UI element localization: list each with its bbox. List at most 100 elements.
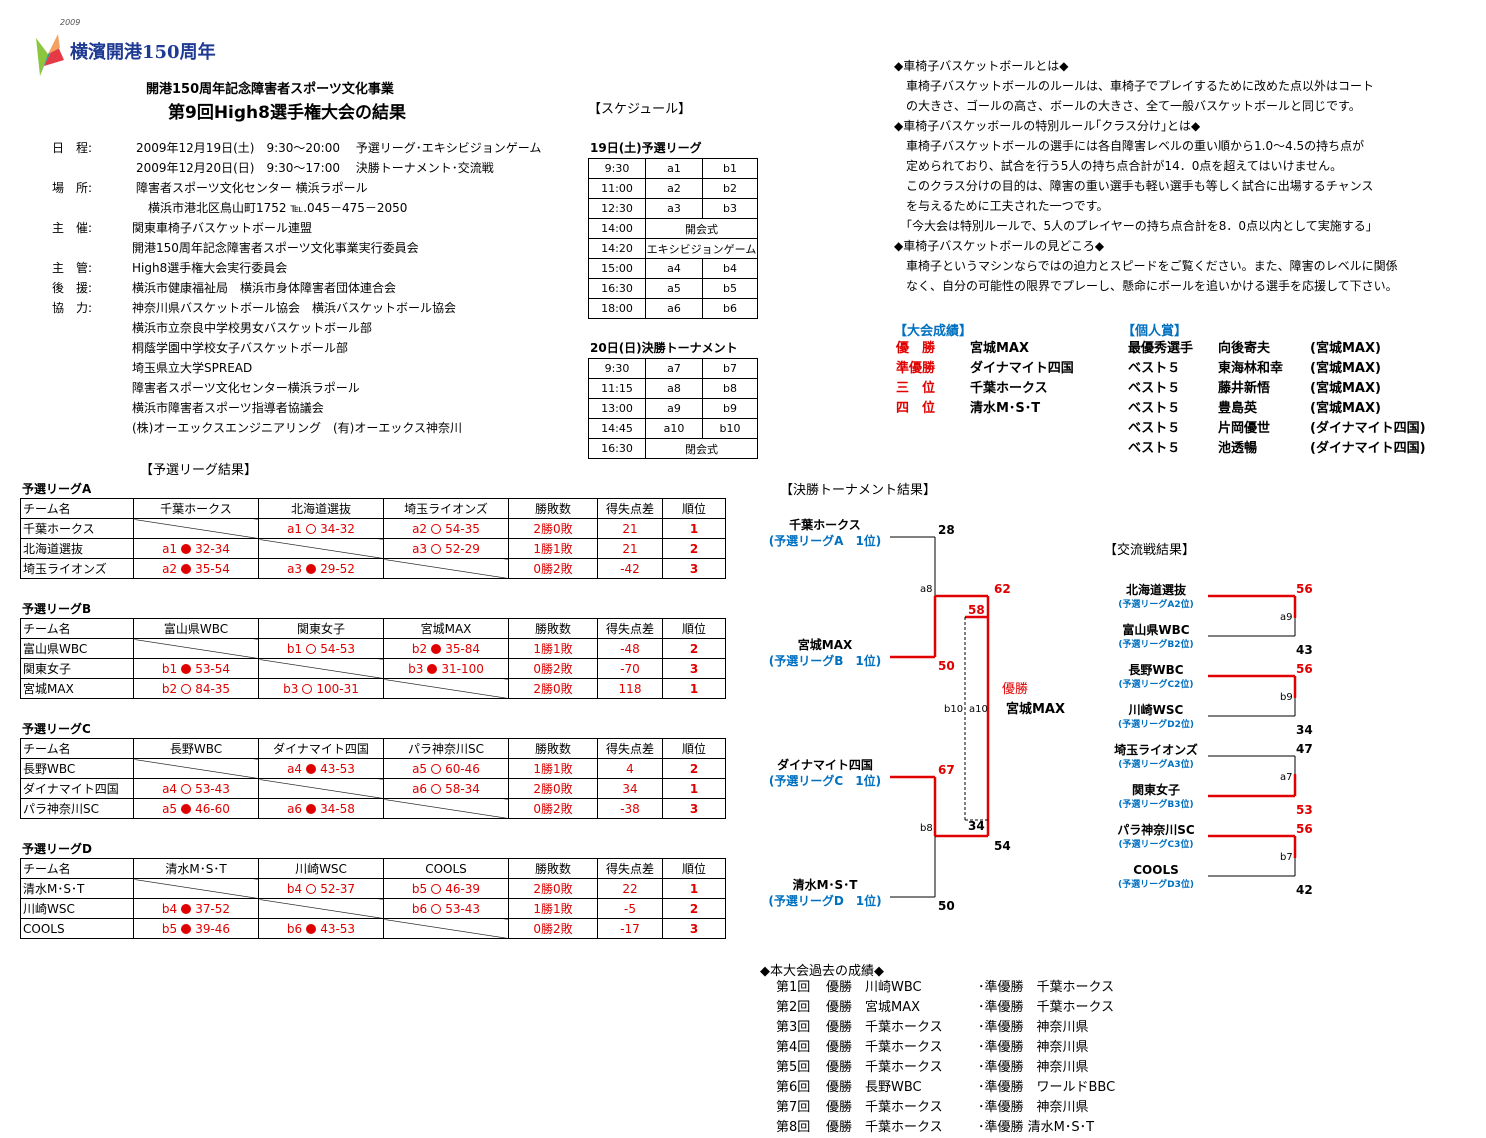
row-rank: 1 xyxy=(662,878,726,899)
exchange-team: COOLS xyxy=(1133,863,1179,877)
rules-line: ◆車椅子バスケットボールの見どころ◆ xyxy=(894,239,1105,253)
exchange-heading: 【交流戦結果】 xyxy=(1104,543,1196,558)
match-game: b6 xyxy=(286,921,303,936)
bracket-seed: (予選リーグB 1位) xyxy=(769,653,881,668)
exchange-team: 長野WBC xyxy=(1128,662,1183,677)
match-game: a1 xyxy=(287,521,303,536)
row-record: 1勝1敗 xyxy=(508,758,598,779)
info-label: 主 管: xyxy=(52,261,93,275)
schedule-time: 18:00 xyxy=(588,298,646,319)
match-game: b1 xyxy=(286,641,303,656)
row-diff: 21 xyxy=(597,518,663,539)
match-game: a5 xyxy=(412,761,428,776)
row-diff: -17 xyxy=(597,918,663,939)
bracket-seed: (予選リーグA 1位) xyxy=(769,533,882,548)
award-name: 片岡優世 xyxy=(1218,421,1271,436)
schedule-game: a7 xyxy=(645,358,703,379)
row-diff: -42 xyxy=(597,558,663,579)
exchange-team: 北海道選抜 xyxy=(1126,582,1187,597)
champion-team: 宮城MAX xyxy=(1006,701,1065,717)
bracket-seed: (予選リーグD 1位) xyxy=(768,893,881,908)
result-row: 準優勝ダイナマイト四国 xyxy=(896,359,1074,379)
results-heading: 【大会成績】 xyxy=(894,324,973,339)
history-number: 第2回 xyxy=(776,1000,811,1015)
match-game: a4 xyxy=(162,781,178,796)
header-record: 勝敗数 xyxy=(508,858,598,879)
match-game: b1 xyxy=(161,661,178,676)
match-score: 84-35 xyxy=(195,681,231,696)
award-title: ベスト５ xyxy=(1128,381,1181,396)
exchange-team: パラ神奈川SC xyxy=(1117,822,1195,837)
bracket-score: 28 xyxy=(938,523,955,537)
info-value: 関東車椅子バスケットボール連盟 xyxy=(132,221,313,235)
info-value: 2009年12月20日(日) 9:30～17:00 決勝トーナメント･交流戦 xyxy=(136,161,494,175)
rules-line: このクラス分けの目的は、障害の重い選手も軽い選手も等しく試合に出場するチャンス xyxy=(894,179,1374,193)
rules-line: の大きさ、ゴールの高さ、ボールの大きさ、全て一般バスケットボールと同じです。 xyxy=(894,99,1361,113)
schedule-time: 11:15 xyxy=(588,378,646,399)
info-value: 埼玉県立大学SPREAD xyxy=(132,361,253,375)
history-runner-up: ･準優勝 神奈川県 xyxy=(978,1020,1089,1035)
rules-line: 車椅子というマシンならではの迫力とスピードをご覧ください。また、障害のレベルに関… xyxy=(894,259,1398,273)
match-score: 43-53 xyxy=(320,761,355,776)
info-value: 障害者スポーツ文化センター横浜ラポール xyxy=(132,381,360,395)
win-circle-icon xyxy=(431,903,442,914)
match-game: b2 xyxy=(411,641,428,656)
row-team: 埼玉ライオンズ xyxy=(20,558,134,579)
history-number: 第5回 xyxy=(776,1060,811,1075)
history-winner: 優勝 千葉ホークス xyxy=(826,1060,943,1075)
match-game: a5 xyxy=(162,801,178,816)
history-winner: 優勝 千葉ホークス xyxy=(826,1020,943,1035)
schedule-game: b2 xyxy=(702,178,758,199)
exchange-score: 42 xyxy=(1296,883,1313,897)
award-title: ベスト５ xyxy=(1128,441,1181,456)
match-score: 34-58 xyxy=(320,801,355,816)
header-opponent: 関東女子 xyxy=(258,618,384,639)
loss-dot-icon xyxy=(181,543,192,554)
win-circle-icon xyxy=(306,883,317,894)
schedule-game: a5 xyxy=(645,278,703,299)
award-title: ベスト５ xyxy=(1128,361,1181,376)
header-rank: 順位 xyxy=(662,498,726,519)
history-list: 第1回優勝 川崎WBC･準優勝 千葉ホークス第2回優勝 宮城MAX･準優勝 千葉… xyxy=(776,978,1115,1138)
loss-dot-icon xyxy=(181,803,192,814)
info-label: 協 力: xyxy=(52,301,93,315)
award-title: 最優秀選手 xyxy=(1128,341,1194,356)
history-row: 第8回優勝 千葉ホークス･準優勝 清水M･S･T xyxy=(776,1118,1115,1138)
match-score: 35-54 xyxy=(195,561,230,576)
exchange-seed: (予選リーグB3位) xyxy=(1118,798,1193,810)
info-label: 後 援: xyxy=(52,281,93,295)
exchange-seed: (予選リーグC3位) xyxy=(1118,838,1193,850)
bracket-seed: (予選リーグC 1位) xyxy=(769,773,881,788)
rules-line: 車椅子バスケットボールの選手には各自障害レベルの重い順から1.0～4.5の持ち点… xyxy=(894,139,1365,153)
tournament-bracket: 千葉ホークス(予選リーグA 1位)宮城MAX(予選リーグB 1位)ダイナマイト四… xyxy=(768,517,1065,913)
match-score: 53-43 xyxy=(445,901,481,916)
header-diff: 得失点差 xyxy=(597,618,663,639)
match-score: 46-39 xyxy=(445,881,481,896)
match-score: 39-46 xyxy=(195,921,231,936)
result-rank: 優 勝 xyxy=(896,341,936,356)
match-game: b5 xyxy=(161,921,178,936)
header-diff: 得失点差 xyxy=(597,858,663,879)
match-score: 43-53 xyxy=(320,921,356,936)
header-diff: 得失点差 xyxy=(597,498,663,519)
rules-line: ◆車椅子バスケッボールの特別ルール｢クラス分け｣とは◆ xyxy=(894,119,1201,133)
win-circle-icon xyxy=(431,783,442,794)
schedule-game: a1 xyxy=(645,158,703,179)
exchange-score: 56 xyxy=(1296,662,1313,676)
